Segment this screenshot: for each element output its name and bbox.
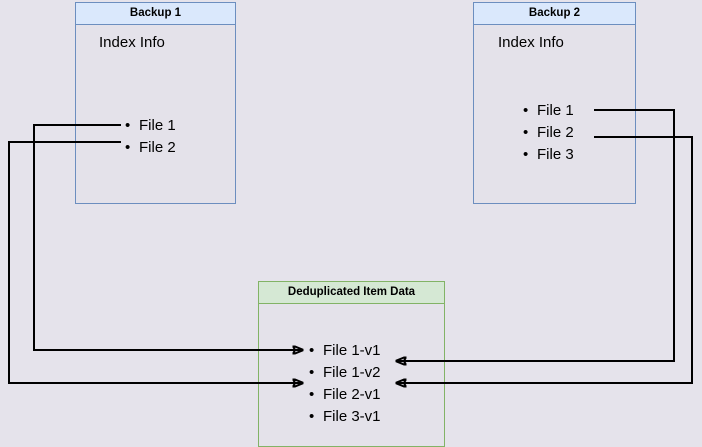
- node-deduplicated-item-data-title: Deduplicated Item Data: [259, 282, 444, 304]
- list-item[interactable]: File 1-v2: [309, 362, 380, 384]
- list-item[interactable]: File 3: [523, 144, 574, 166]
- backup-2-index-info-label: Index Info: [498, 34, 564, 51]
- list-item[interactable]: File 2-v1: [309, 384, 380, 406]
- dedup-file-list: File 1-v1 File 1-v2 File 2-v1 File 3-v1: [307, 340, 380, 428]
- list-item[interactable]: File 1-v1: [309, 340, 380, 362]
- list-item[interactable]: File 2: [125, 137, 176, 159]
- node-backup-2-body: Index Info File 1 File 2 File 3: [474, 25, 635, 203]
- node-backup-1-title: Backup 1: [76, 3, 235, 25]
- list-item[interactable]: File 2: [523, 122, 574, 144]
- node-backup-2-title: Backup 2: [474, 3, 635, 25]
- node-backup-1-body: Index Info File 1 File 2: [76, 25, 235, 203]
- node-backup-1[interactable]: Backup 1 Index Info File 1 File 2: [75, 2, 236, 204]
- backup-1-index-info-label: Index Info: [99, 34, 165, 51]
- list-item[interactable]: File 1: [523, 100, 574, 122]
- backup-2-file-list: File 1 File 2 File 3: [521, 100, 574, 166]
- node-deduplicated-item-data-body: File 1-v1 File 1-v2 File 2-v1 File 3-v1: [259, 304, 444, 446]
- node-backup-2[interactable]: Backup 2 Index Info File 1 File 2 File 3: [473, 2, 636, 204]
- backup-1-file-list: File 1 File 2: [123, 115, 176, 159]
- list-item[interactable]: File 1: [125, 115, 176, 137]
- list-item[interactable]: File 3-v1: [309, 406, 380, 428]
- node-deduplicated-item-data[interactable]: Deduplicated Item Data File 1-v1 File 1-…: [258, 281, 445, 447]
